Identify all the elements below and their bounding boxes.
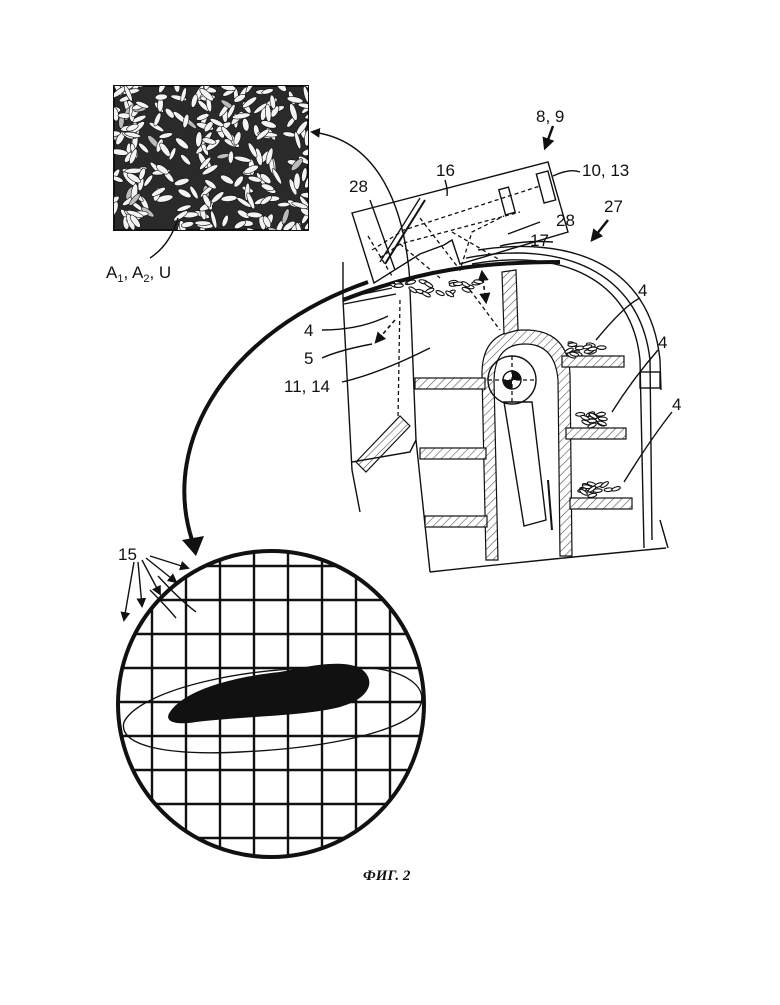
- label-4-c: 4: [672, 395, 681, 414]
- magnify-arrowhead: [182, 536, 204, 556]
- leader-line: [322, 344, 372, 358]
- label-10-13: 10, 13: [582, 161, 629, 180]
- label-5: 5: [304, 349, 313, 368]
- label-16: 16: [436, 161, 455, 180]
- leader-line: [342, 348, 430, 382]
- label-11-14: 11, 14: [284, 377, 330, 396]
- image-arrow: [312, 132, 410, 282]
- leader-line: [322, 316, 388, 330]
- label-8-9: 8, 9: [536, 107, 564, 126]
- figure-caption: ФИГ. 2: [363, 868, 411, 884]
- label-4-a: 4: [638, 281, 647, 300]
- label-17: 17: [530, 231, 549, 250]
- svg-text:A1, A2, U: A1, A2, U: [106, 263, 171, 285]
- leader-line: [370, 200, 395, 270]
- arrow-8-9: [545, 126, 553, 148]
- arrow-27: [592, 220, 608, 240]
- label-15: 15: [118, 545, 137, 564]
- label-28-a: 28: [349, 177, 368, 196]
- elevator-head: [343, 246, 668, 572]
- label-28-b: 28: [556, 211, 575, 230]
- leader-line: [553, 171, 580, 176]
- label-4-d: 4: [304, 321, 313, 340]
- label-27: 27: [604, 197, 623, 216]
- camera-housing: [352, 162, 568, 283]
- label-4-b: 4: [658, 333, 667, 352]
- leader-line: [596, 298, 640, 340]
- grain-image: [103, 75, 319, 239]
- magnified-grid-view: [116, 550, 426, 860]
- leader-line: [624, 412, 672, 482]
- magnify-arrow: [184, 282, 368, 540]
